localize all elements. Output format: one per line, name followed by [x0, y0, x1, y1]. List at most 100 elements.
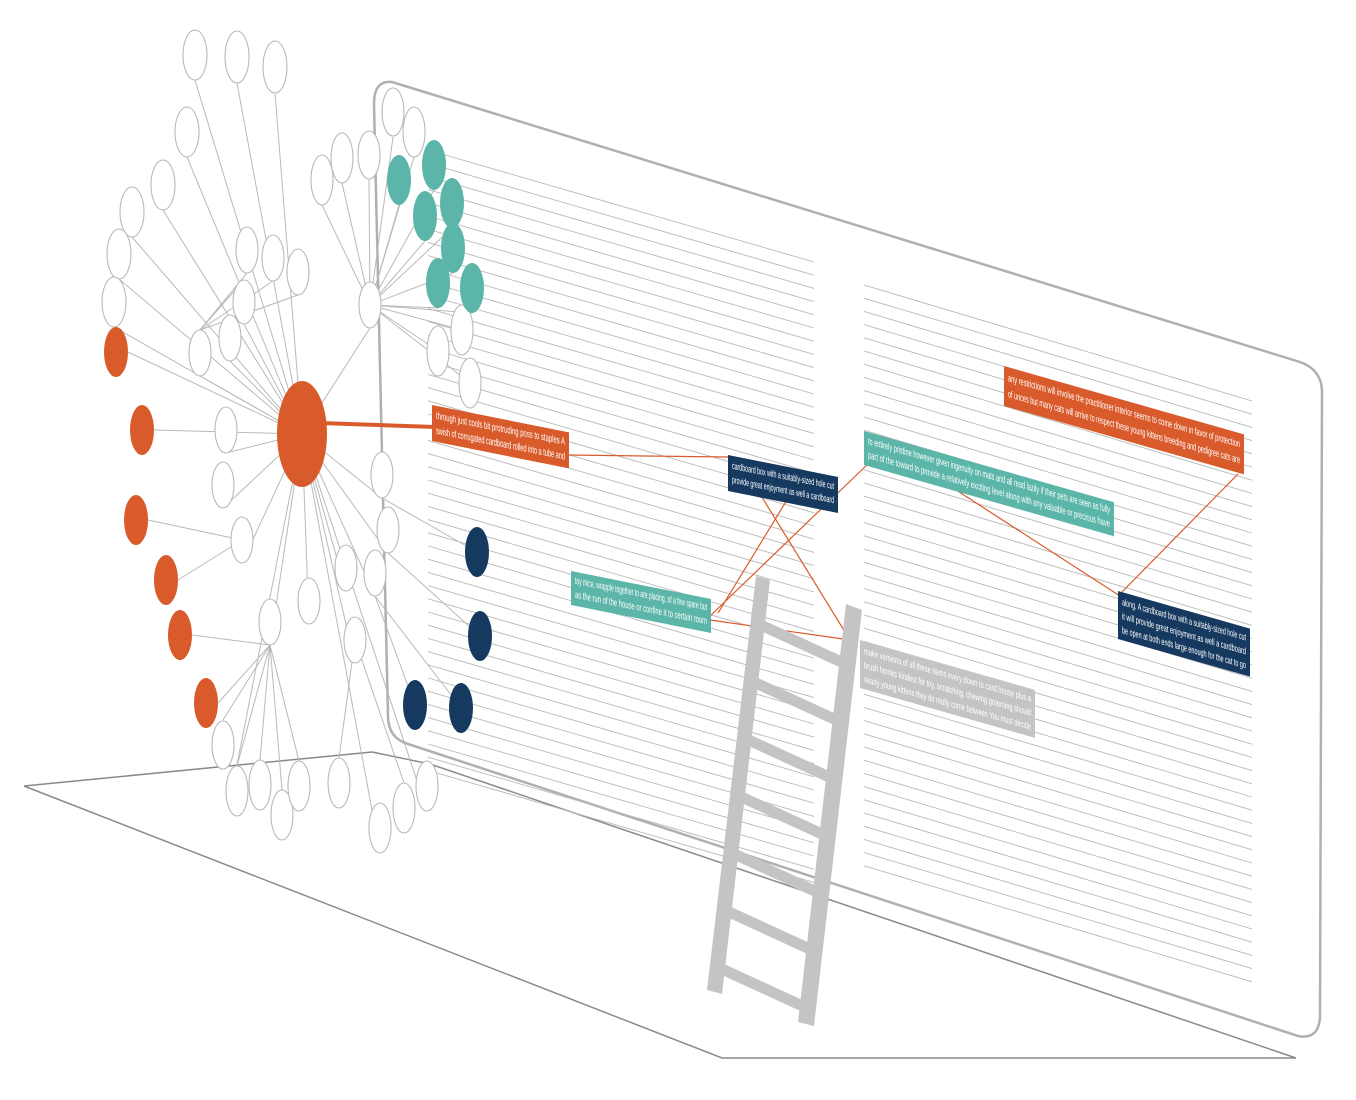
text-line	[427, 664, 815, 778]
network-node	[357, 130, 381, 180]
text-line	[427, 294, 815, 408]
text-line	[427, 215, 815, 329]
text-line	[427, 307, 815, 421]
text-line	[863, 838, 1253, 956]
text-line	[863, 416, 1253, 534]
text-line	[863, 574, 1253, 692]
network-node	[415, 760, 439, 812]
callout-2: cardboard box with a suitably-sized hole…	[728, 455, 838, 514]
network-edge	[259, 644, 271, 761]
text-line	[863, 297, 1253, 415]
callout-2-box	[728, 455, 838, 514]
network-edge	[369, 304, 439, 352]
network-node	[174, 106, 200, 158]
network-edge	[222, 644, 271, 721]
network-node	[106, 228, 132, 280]
text-line	[427, 479, 815, 593]
network-node	[287, 760, 311, 812]
network-edge	[269, 644, 283, 791]
text-line	[427, 255, 815, 369]
connector-c4-c6	[949, 485, 1121, 597]
hub-connector	[319, 421, 436, 429]
network-node	[230, 516, 254, 564]
network-nodes	[101, 29, 492, 854]
network-node-teal	[460, 263, 484, 313]
network-edge	[131, 236, 303, 435]
text-line	[427, 228, 815, 342]
network-edge	[381, 497, 478, 553]
network-node-orange	[154, 555, 178, 605]
ladder-rungs	[719, 620, 850, 1014]
text-line	[427, 189, 815, 303]
network-node	[214, 406, 238, 454]
text-line	[863, 852, 1253, 970]
ladder-rung	[755, 677, 843, 729]
text-line	[863, 363, 1253, 481]
network-node	[182, 29, 208, 81]
network-node-navy	[403, 680, 427, 730]
network-node	[286, 248, 310, 296]
network-node-teal	[440, 178, 464, 228]
network-node-teal	[422, 140, 446, 190]
network-edge	[147, 519, 243, 541]
callout-7-box	[860, 640, 1035, 738]
text-line	[863, 733, 1253, 851]
network-node-orange	[104, 327, 128, 377]
network-node	[330, 132, 354, 184]
network-node-navy	[465, 527, 489, 577]
text-line	[427, 743, 815, 857]
wall-panel	[372, 80, 1324, 1038]
network-node	[101, 276, 127, 328]
network-node	[334, 544, 358, 592]
text-line	[863, 403, 1253, 521]
network-node	[119, 186, 145, 238]
text-line	[427, 175, 815, 289]
text-line	[863, 469, 1253, 587]
network-node	[262, 40, 288, 94]
callout-6: along. A cardboard box with a suitably-s…	[1118, 591, 1250, 677]
network-node-orange	[124, 495, 148, 545]
text-line	[863, 759, 1253, 877]
text-lines-right-column	[863, 284, 1253, 983]
network-node	[270, 789, 294, 841]
callout-5-box	[1004, 366, 1244, 475]
network-edge	[369, 136, 394, 306]
network-node	[370, 451, 394, 499]
network-node	[310, 154, 334, 206]
ladder-rung	[748, 734, 836, 786]
text-line	[863, 812, 1253, 930]
text-line	[863, 601, 1253, 719]
text-line	[863, 495, 1253, 613]
network-edge	[127, 351, 303, 435]
text-line	[427, 439, 815, 553]
network-node	[258, 598, 282, 646]
network-edge	[236, 644, 271, 767]
text-line	[427, 756, 815, 870]
network-edge	[374, 595, 462, 709]
text-line	[427, 202, 815, 316]
network-node-orange	[194, 678, 218, 728]
text-line	[863, 693, 1253, 811]
connector-c3-c4	[707, 461, 871, 619]
text-line	[427, 149, 815, 263]
network-node-navy	[449, 683, 473, 733]
text-line	[863, 627, 1253, 745]
network-node	[261, 234, 285, 282]
text-line	[427, 334, 815, 448]
network-node	[426, 325, 450, 377]
network-node	[297, 577, 321, 625]
network-node	[458, 357, 482, 409]
network-node	[376, 506, 400, 554]
text-line	[427, 268, 815, 382]
ladder-rung	[741, 791, 829, 843]
text-line	[427, 717, 815, 831]
text-line	[427, 347, 815, 461]
network-node-navy	[468, 611, 492, 661]
network-node	[211, 461, 235, 509]
network-node	[358, 281, 382, 329]
ladder-rung	[734, 848, 822, 900]
network-edge	[369, 304, 471, 384]
text-line	[427, 321, 815, 435]
network-node	[327, 757, 351, 809]
network-edge	[387, 552, 481, 637]
